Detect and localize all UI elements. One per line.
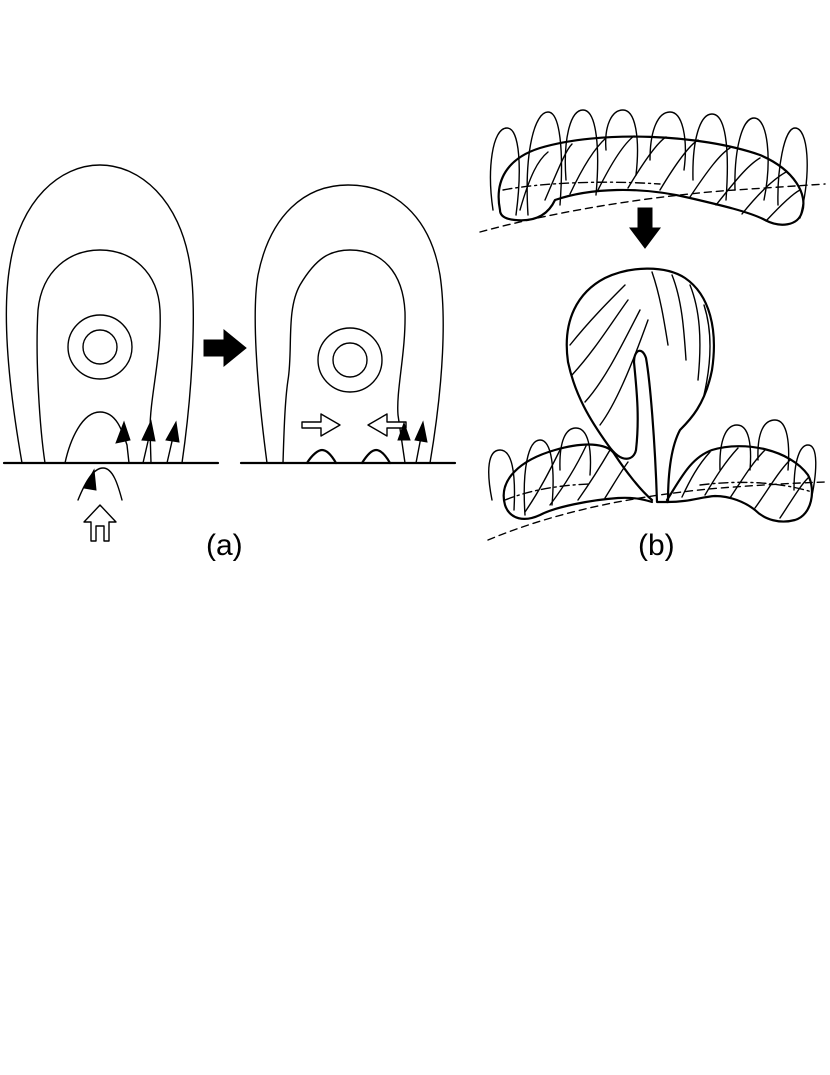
panel-a-after — [239, 184, 457, 465]
field-arrow-1 — [115, 420, 131, 444]
overlying-arcade-loops-top — [489, 109, 808, 219]
black-down-arrow-icon — [629, 207, 661, 249]
flux-rope-core-outer-2 — [317, 327, 383, 393]
dotted-rope-underside-top — [502, 181, 661, 191]
emerged-flux-loop — [565, 267, 715, 504]
outer-field-line-2 — [254, 184, 444, 464]
panel-b-label: (b) — [638, 529, 675, 562]
field-arrow-3 — [165, 420, 180, 443]
rising-flux-arrow — [83, 504, 117, 542]
field-arrow-2 — [141, 419, 156, 442]
field-arrow-5 — [414, 420, 428, 443]
polarity-inversion-line-top — [479, 183, 826, 233]
field-line-arrow-2 — [142, 436, 150, 464]
middle-field-line-2 — [282, 249, 406, 464]
subsurface-emerging-loop — [77, 467, 123, 501]
reconnecting-loop-left — [305, 448, 338, 465]
subsurface-loop-arrow — [83, 468, 97, 491]
flux-rope-core-inner — [82, 329, 118, 365]
flux-rope-core-outer — [67, 314, 133, 380]
hollow-right-arrow-icon — [301, 413, 341, 437]
panel-b-after — [487, 267, 826, 541]
panel-a-before — [2, 164, 220, 542]
reconnecting-loop-right — [360, 448, 392, 465]
flux-rope-twist-lines-bottom — [524, 445, 809, 519]
overlying-arcade-loops-bottom — [488, 419, 817, 516]
outer-field-line — [5, 164, 194, 464]
dotted-rope-underside-bottom — [504, 481, 813, 501]
field-arrow-4 — [397, 421, 411, 441]
panel-b-before — [479, 109, 826, 249]
flux-rope-core-inner-2 — [332, 342, 368, 378]
middle-field-line — [36, 249, 161, 464]
emerged-loop-twist-lines — [569, 271, 711, 426]
flux-rope-tube-top — [497, 135, 805, 226]
polarity-inversion-line-bottom — [487, 481, 826, 541]
panel-a-label: (a) — [206, 529, 243, 562]
black-right-arrow-icon — [203, 328, 247, 368]
